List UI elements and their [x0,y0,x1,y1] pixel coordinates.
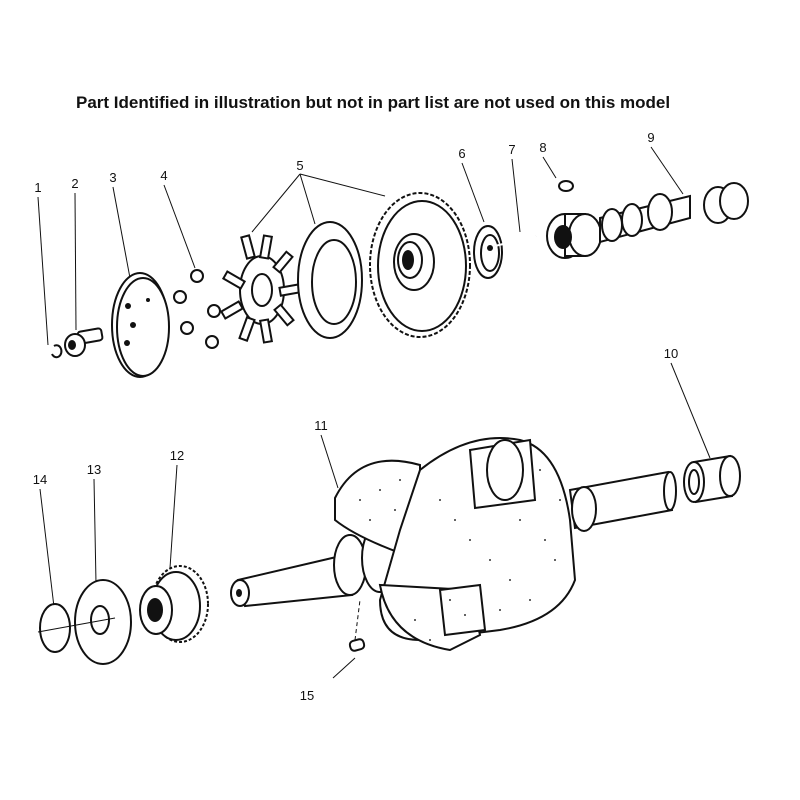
callout-13: 13 [87,462,101,477]
callout-10: 10 [664,346,678,361]
part-10-bushing [683,454,741,504]
callout-8: 8 [539,140,546,155]
part-3-plate [111,272,170,378]
part-5-flyweight-assembly [219,192,471,344]
part-9-camshaft [546,182,749,259]
callout-12: 12 [170,448,184,463]
part-7-pin [494,235,537,247]
model-note: Part Identified in illustration but not … [76,93,670,112]
callout-labels: 1 2 3 4 5 6 7 8 9 10 11 12 13 14 15 [33,130,678,703]
callout-3: 3 [109,170,116,185]
callout-5: 5 [296,158,303,173]
leader-lines [37,146,711,679]
part-13-washer [74,579,132,665]
part-12-crank-gear [139,565,209,643]
callout-15: 15 [300,688,314,703]
part-8-key [558,180,574,192]
callout-4: 4 [160,168,167,183]
part-1-clip [51,344,63,359]
callout-9: 9 [647,130,654,145]
callout-11: 11 [314,418,328,433]
callout-14: 14 [33,472,47,487]
callout-2: 2 [71,176,78,191]
part-6-washer [473,225,503,279]
part-14-circlip [37,603,116,653]
callout-6: 6 [458,146,465,161]
part-2-bolt [64,327,104,357]
callout-7: 7 [508,142,515,157]
part-11-crankshaft [230,437,677,652]
part-15-key [348,638,366,652]
part-4-balls [173,269,221,349]
callout-1: 1 [34,180,41,195]
